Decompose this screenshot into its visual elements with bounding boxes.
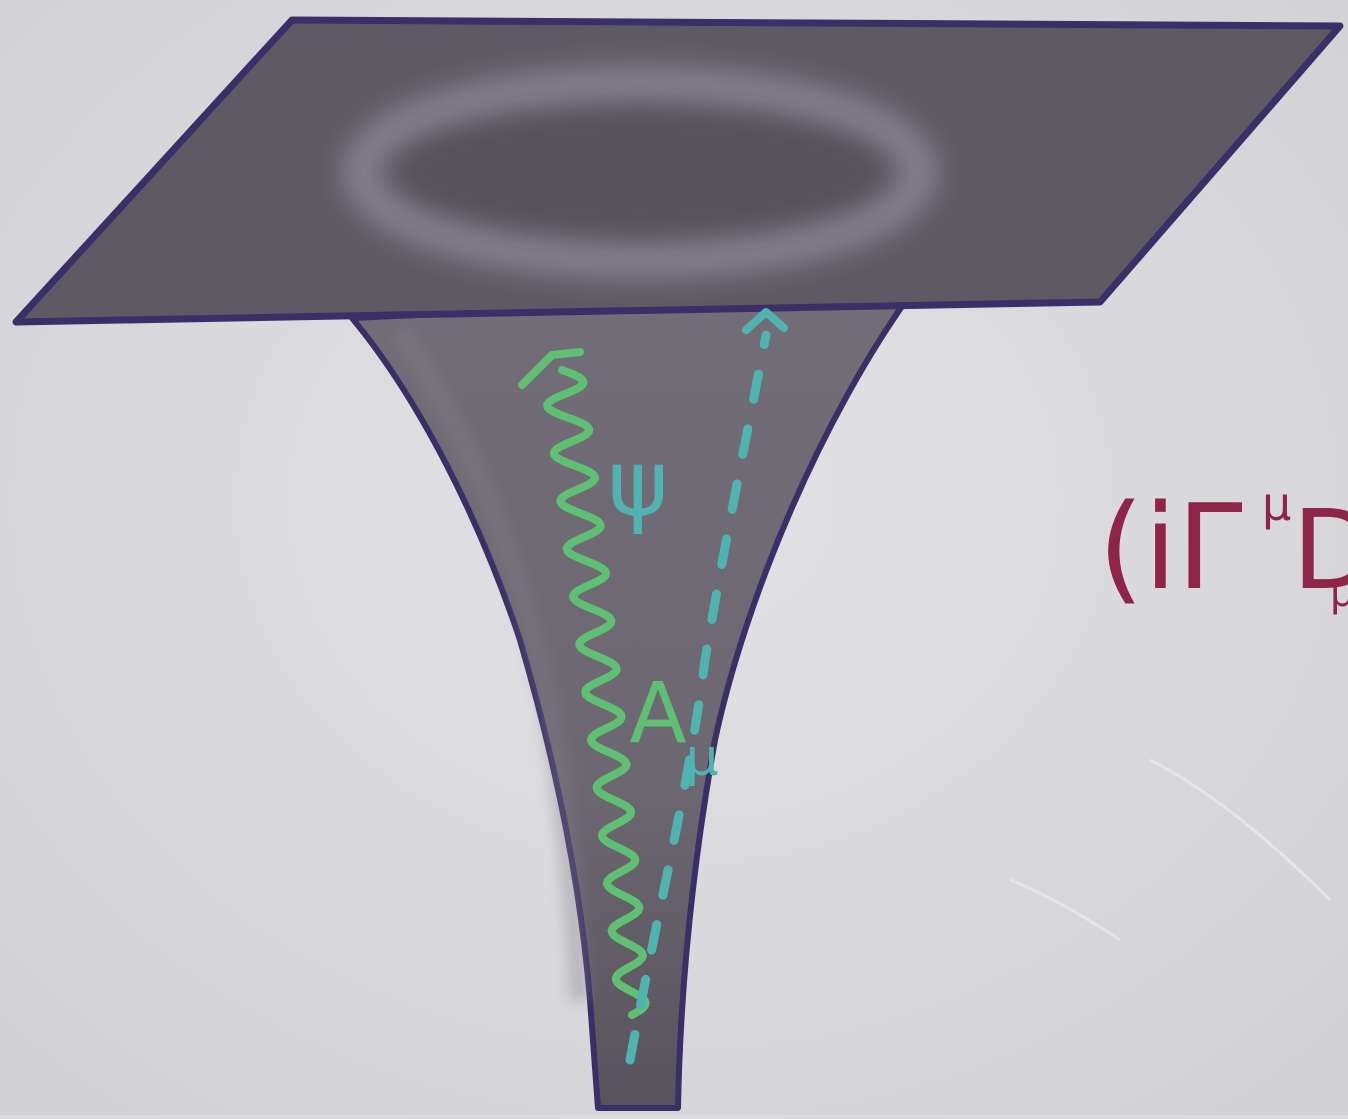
equation-fragment: (iΓ μ D μ bbox=[1098, 477, 1348, 616]
equation-subscript: μ bbox=[1330, 570, 1348, 616]
equation-open: (iΓ bbox=[1098, 478, 1243, 616]
equation-superscript: μ bbox=[1262, 477, 1291, 531]
psi-label: ψ bbox=[608, 430, 669, 537]
glow-core bbox=[400, 116, 880, 228]
gauge-index-label: μ bbox=[685, 728, 718, 788]
gauge-field-label: A bbox=[629, 664, 686, 762]
